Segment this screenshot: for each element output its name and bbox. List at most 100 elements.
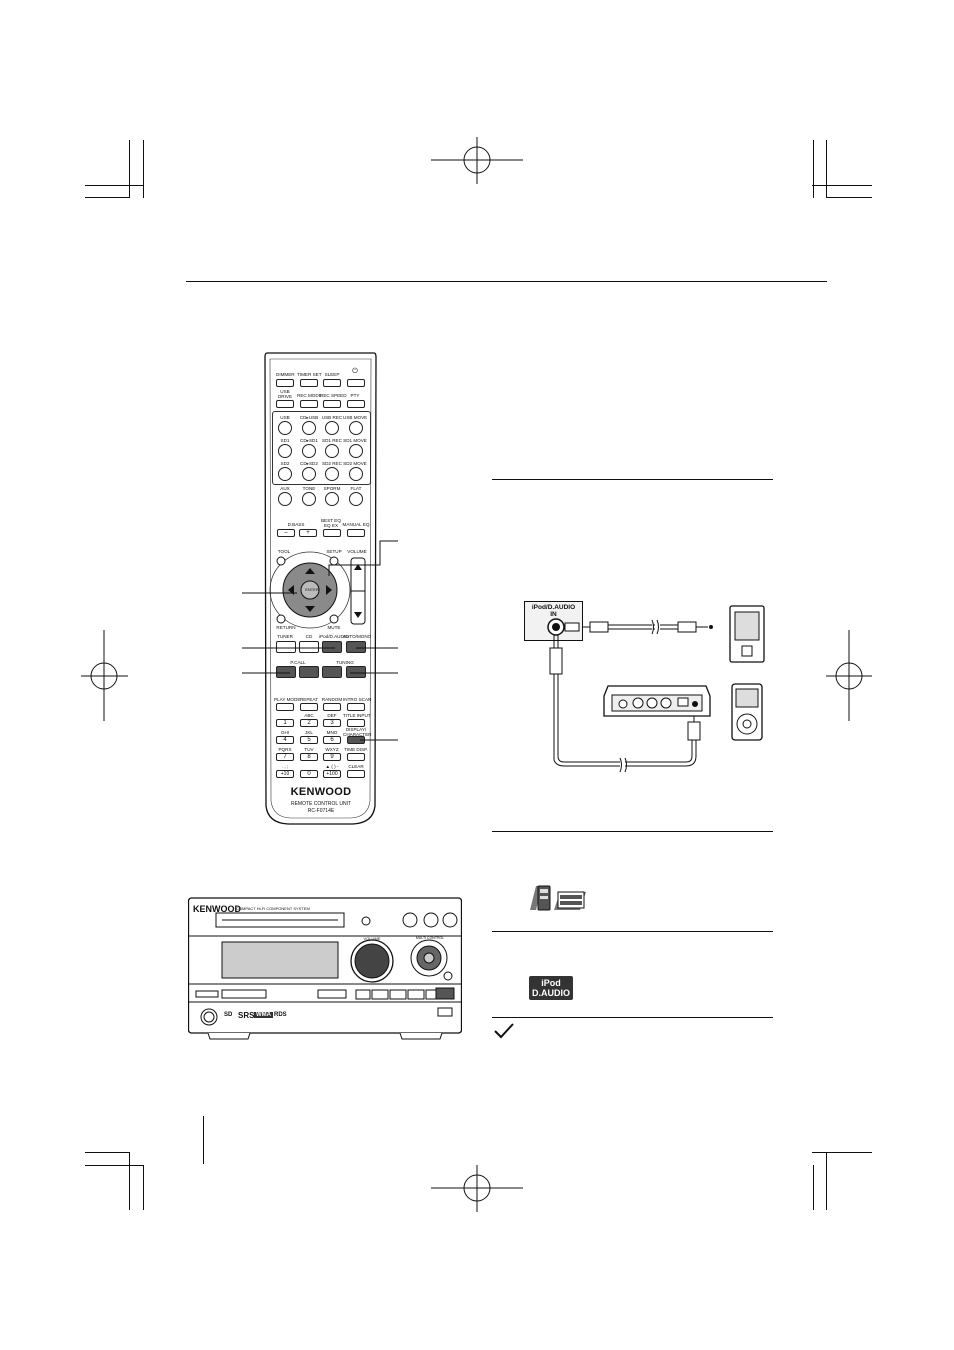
key-9[interactable]: 9 [323, 753, 341, 761]
sporm-label: SPORM [323, 486, 341, 491]
play-mode-label: PLAY MODE [274, 697, 301, 702]
best-eq-button[interactable] [323, 529, 341, 537]
sd1-move-label: SD1 MOVE [343, 438, 367, 443]
play-mode-button[interactable] [276, 703, 294, 711]
intro-scan-button[interactable] [347, 703, 365, 711]
key-8[interactable]: 8 [300, 753, 318, 761]
key-0[interactable]: 0 [300, 770, 318, 778]
cd-to-sd2-label: CD▸SD2 [300, 461, 318, 466]
key-1[interactable]: 1 [276, 719, 294, 727]
section-rule-2 [492, 831, 773, 832]
display-character-label: DISPLAY/ CHARACTER [343, 727, 372, 737]
pcall-prev-button[interactable] [276, 666, 296, 678]
sd1-rec-button[interactable] [325, 444, 339, 458]
time-disp-button[interactable] [347, 753, 365, 761]
tone-button[interactable] [302, 492, 316, 506]
sd2-rec-label: SD2 REC [322, 461, 342, 466]
random-label: RANDOM [321, 697, 343, 702]
repeat-label: REPEAT [299, 697, 319, 702]
intro-scan-label: INTRO SCAN [343, 697, 372, 702]
sd1-label: SD1 [280, 438, 290, 443]
random-button[interactable] [323, 703, 341, 711]
title-input-button[interactable] [347, 719, 365, 727]
tuning-label: TUNING [336, 660, 354, 665]
sporm-button[interactable] [325, 492, 339, 506]
key-5[interactable]: 5 [300, 736, 318, 744]
sd1-move-button[interactable] [349, 444, 363, 458]
remote-brand: KENWOOD [290, 786, 352, 798]
usb-drive-button[interactable] [276, 400, 294, 408]
section-rule-4 [492, 1017, 773, 1018]
pty-button[interactable] [347, 400, 365, 408]
ghi-label: GHI [280, 730, 290, 735]
pcall-next-button[interactable] [299, 666, 319, 678]
cd-to-sd1-label: CD▸SD1 [300, 438, 318, 443]
tuning-down-button[interactable] [322, 666, 342, 678]
key-3[interactable]: 3 [323, 719, 341, 727]
usb-drive-label: USB DRIVE [277, 389, 293, 399]
flat-button[interactable] [349, 492, 363, 506]
sleep-button[interactable] [323, 379, 341, 387]
rec-speed-button[interactable] [323, 400, 341, 408]
key-4[interactable]: 4 [276, 736, 294, 744]
usb-rec-button[interactable] [325, 421, 339, 435]
remote-and-unit-icon [530, 885, 586, 911]
stop-button[interactable] [346, 641, 366, 653]
punctuation-label: . , ; [281, 764, 289, 769]
key-plus-100[interactable]: +100 [323, 770, 341, 778]
tuv-label: TUV [304, 747, 314, 752]
unit-bottom-mark-rds: RDS [274, 1012, 287, 1018]
ipod-daudio-button[interactable] [322, 641, 342, 653]
tool-label: TOOL [277, 549, 291, 554]
cd-to-usb-button[interactable] [302, 421, 316, 435]
unit-bottom-mark-srs: SRS [238, 1011, 255, 1020]
sd2-move-button[interactable] [349, 467, 363, 481]
tuning-up-button[interactable] [346, 666, 366, 678]
sd2-rec-button[interactable] [325, 467, 339, 481]
manual-eq-button[interactable] [347, 529, 365, 537]
key-2[interactable]: 2 [300, 719, 318, 727]
mute-label: MUTE [327, 625, 341, 630]
repeat-button[interactable] [300, 703, 318, 711]
flat-label: FLAT [350, 486, 362, 491]
unit-bottom-mark-wma: WMA [254, 1012, 273, 1018]
dimmer-button[interactable] [276, 379, 294, 387]
unit-volume-label: VOLUME [363, 936, 381, 941]
ipod-badge-line2: D.AUDIO [532, 988, 570, 998]
sd1-play-button[interactable] [278, 444, 292, 458]
sd2-play-button[interactable] [278, 467, 292, 481]
key-6[interactable]: 6 [323, 736, 341, 744]
dbass-minus-button[interactable]: – [277, 529, 295, 537]
unit-multi-control-label: MULTI CONTROL [415, 936, 445, 940]
key-7[interactable]: 7 [276, 753, 294, 761]
rec-speed-label: REC SPEED [320, 393, 347, 398]
def-label: DEF [327, 713, 337, 718]
ipod-daudio-label: iPod/D.AUDIO [319, 634, 349, 639]
power-button[interactable] [347, 379, 365, 387]
key-plus-10[interactable]: +10 [276, 770, 294, 778]
multi-control-pad [269, 551, 366, 629]
cd-to-sd2-button[interactable] [302, 467, 316, 481]
usb-play-button[interactable] [278, 421, 292, 435]
tuner-button[interactable] [276, 641, 296, 653]
cd-button[interactable] [299, 641, 319, 653]
clear-button[interactable] [347, 770, 365, 778]
aux-button[interactable] [278, 492, 292, 506]
sd2-label: SD2 [280, 461, 290, 466]
remote-model: RC-F0714E [307, 808, 335, 814]
dbass-plus-button[interactable]: + [299, 529, 317, 537]
cd-to-sd1-button[interactable] [302, 444, 316, 458]
usb-move-button[interactable] [349, 421, 363, 435]
rec-mode-button[interactable] [300, 400, 318, 408]
return-label: RETURN [276, 625, 296, 630]
timer-set-label: TIMER SET [297, 372, 322, 377]
title-input-label: TITLE INPUT [343, 713, 371, 718]
abc-label: ABC [304, 713, 314, 718]
tone-label: TONE [302, 486, 316, 491]
rec-mode-label: REC MODE [297, 393, 322, 398]
dbass-label: D.BASS [287, 522, 305, 527]
pcall-label: P.CALL [290, 660, 306, 665]
sd1-rec-label: SD1 REC [322, 438, 342, 443]
timer-set-button[interactable] [300, 379, 318, 387]
